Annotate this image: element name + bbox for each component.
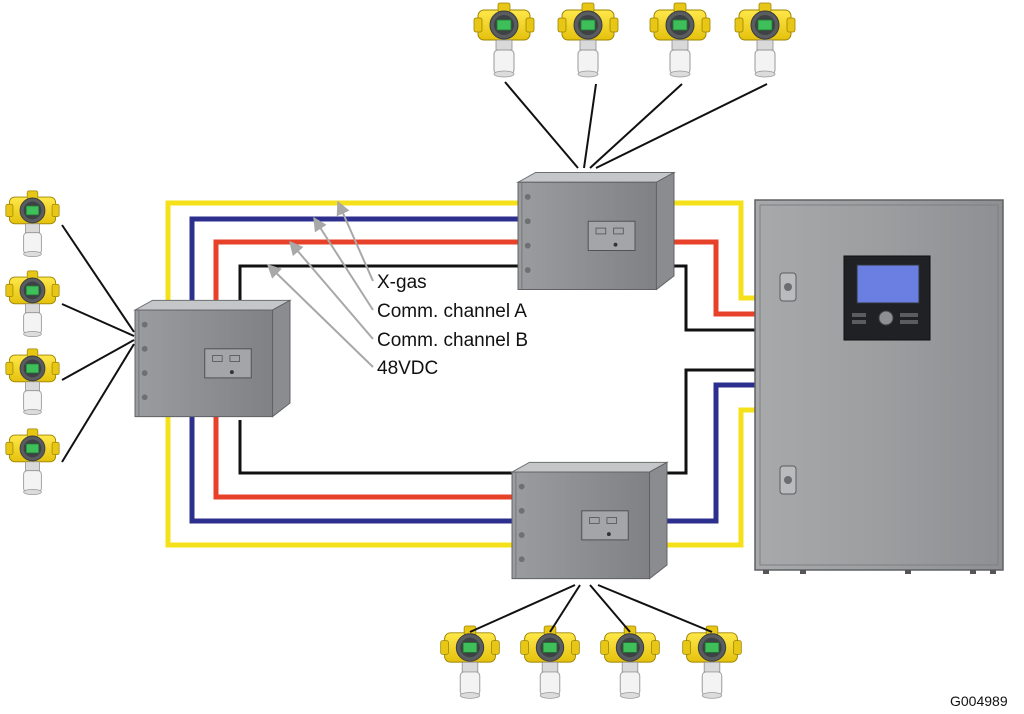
legend-label-48vdc: 48VDC [377, 358, 438, 379]
detector-cables-top [504, 81, 768, 169]
gas-detector-icon [600, 625, 660, 699]
cabinet-feet [763, 570, 996, 574]
detector-cables-left [61, 224, 135, 463]
gas-detector-icon [440, 625, 500, 699]
detector-cables-bottom [469, 584, 713, 633]
gas-detector-icon [5, 348, 60, 416]
figure-reference: G004989 [950, 693, 1008, 709]
detector-group-top [473, 2, 796, 78]
detector-group-left [5, 190, 60, 496]
lcd-display-icon [843, 255, 931, 341]
legend-label-comm-a: Comm. channel A [377, 301, 527, 322]
gas-detector-icon [649, 2, 711, 78]
cable-comm-b [213, 239, 757, 500]
gas-detector-icon [5, 190, 60, 258]
gas-detector-icon [682, 625, 742, 699]
cable-48vdc [238, 264, 757, 475]
legend-arrows [266, 200, 374, 368]
junction-box-icon [517, 172, 675, 290]
gas-detector-icon [557, 2, 619, 78]
junction-box-icon [511, 461, 668, 580]
gas-detector-icon [5, 270, 60, 338]
lock-icon [779, 465, 797, 495]
gas-detector-icon [473, 2, 535, 78]
detector-group-bottom [440, 625, 742, 699]
gas-detector-icon [520, 625, 580, 699]
legend-label-xgas: X-gas [377, 272, 427, 293]
gas-detector-icon [734, 2, 796, 78]
legend-label-comm-b: Comm. channel B [377, 330, 528, 351]
controller-cabinet-icon [754, 199, 1004, 574]
gas-detector-icon [5, 428, 60, 496]
junction-box-icon [134, 299, 291, 418]
lock-icon [779, 272, 797, 302]
